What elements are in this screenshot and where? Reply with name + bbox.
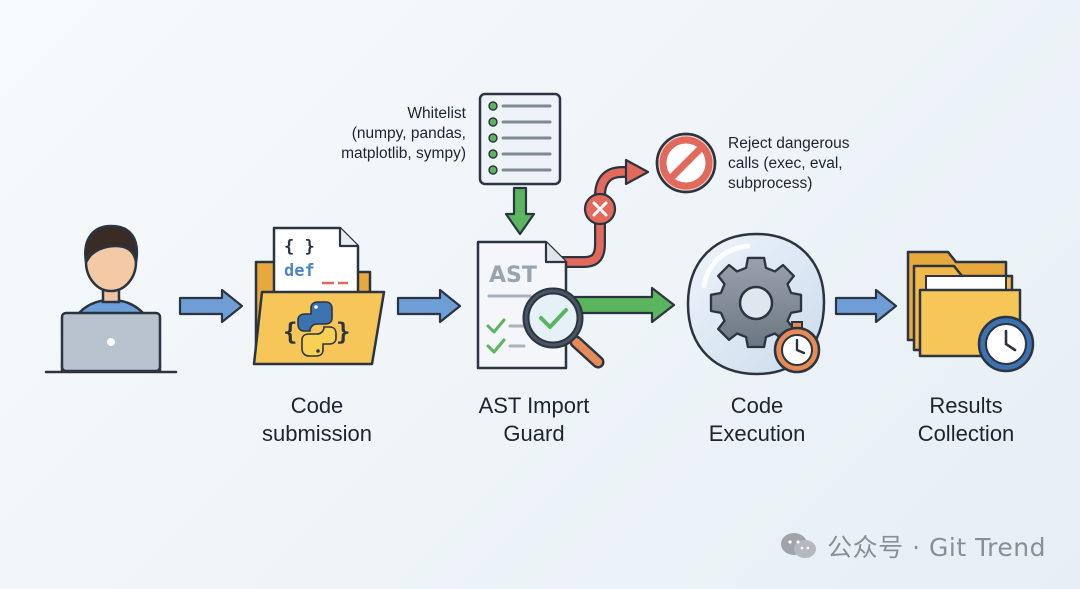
pass-arrow	[572, 286, 676, 324]
execution-sandbox-icon	[686, 232, 826, 376]
whitelist-checklist-icon	[478, 92, 562, 186]
file-braces-text: { }	[284, 237, 315, 257]
stopwatch-icon	[773, 321, 821, 374]
developer-icon	[44, 224, 178, 374]
svg-text:}: }	[336, 318, 350, 346]
flow-arrow-2	[396, 288, 462, 324]
flow-arrow-1	[178, 288, 244, 324]
watermark-text: 公众号 · Git Trend	[827, 533, 1046, 562]
flow-arrow-3	[834, 288, 898, 324]
stage-label-code-submission: Code submission	[261, 393, 373, 446]
magnifier-icon	[522, 287, 605, 369]
watermark: 公众号 · Git Trend	[779, 528, 1046, 564]
svg-text:{: {	[283, 318, 297, 346]
whitelist-note: Whitelist (numpy, pandas, matplotlib, sy…	[341, 105, 466, 162]
reject-arrow	[560, 158, 650, 268]
python-logo-icon	[297, 301, 337, 357]
code-folder-icon: { } def { }	[252, 226, 386, 366]
results-folders-icon	[906, 250, 1035, 373]
stage-label-code-execution: Code Execution	[708, 393, 806, 446]
ast-doc-title: AST	[489, 263, 537, 288]
gear-icon	[709, 256, 803, 349]
file-def-text: def	[284, 261, 315, 281]
whitelist-down-arrow	[504, 186, 536, 236]
stage-label-results-collection: Results Collection	[917, 393, 1015, 446]
clock-icon	[977, 315, 1035, 373]
stage-label-ast-import-guard: AST Import Guard	[478, 393, 590, 446]
reject-note: Reject dangerous calls (exec, eval, subp…	[728, 135, 850, 192]
prohibited-icon	[655, 132, 717, 194]
wechat-icon	[781, 533, 817, 558]
